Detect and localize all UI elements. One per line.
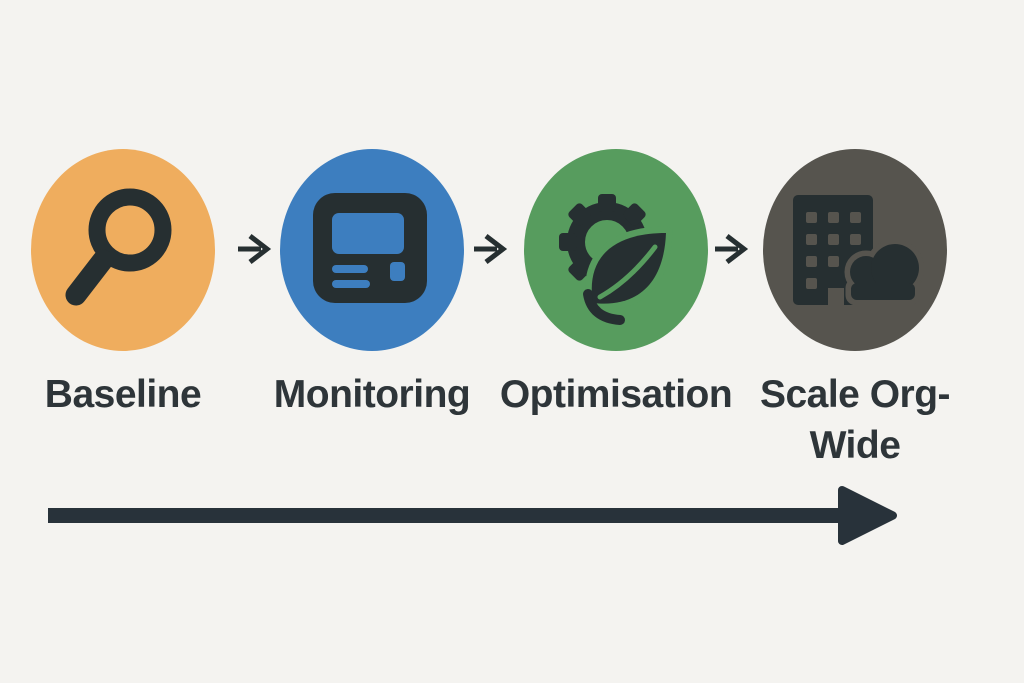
magnifier-icon	[65, 188, 172, 306]
arrow-right-icon	[238, 234, 272, 264]
stage-circle-monitoring	[280, 149, 464, 351]
stage-scale-org-wide: Scale Org-Wide	[760, 149, 951, 509]
stage-label-monitoring: Monitoring	[273, 373, 471, 416]
stage-label-optimisation: Optimisation	[499, 373, 733, 416]
gear-leaf-icon	[559, 194, 673, 325]
timeline-arrow	[48, 486, 897, 545]
stage-monitoring: Monitoring	[274, 149, 471, 509]
arrow-right-icon	[715, 234, 749, 264]
stage-circle-baseline	[31, 149, 215, 351]
dashboard-icon	[313, 193, 427, 303]
stage-optimisation: Optimisation	[500, 149, 733, 509]
building-cloud-icon	[793, 195, 925, 306]
arrow-right-icon	[474, 234, 508, 264]
stage-label-scale-org-wide: Scale Org-Wide	[759, 373, 951, 467]
stage-baseline: Baseline	[31, 149, 215, 509]
stage-circle-scale-org-wide	[763, 149, 947, 351]
stage-label-baseline: Baseline	[44, 373, 202, 416]
stage-circle-optimisation	[524, 149, 708, 351]
